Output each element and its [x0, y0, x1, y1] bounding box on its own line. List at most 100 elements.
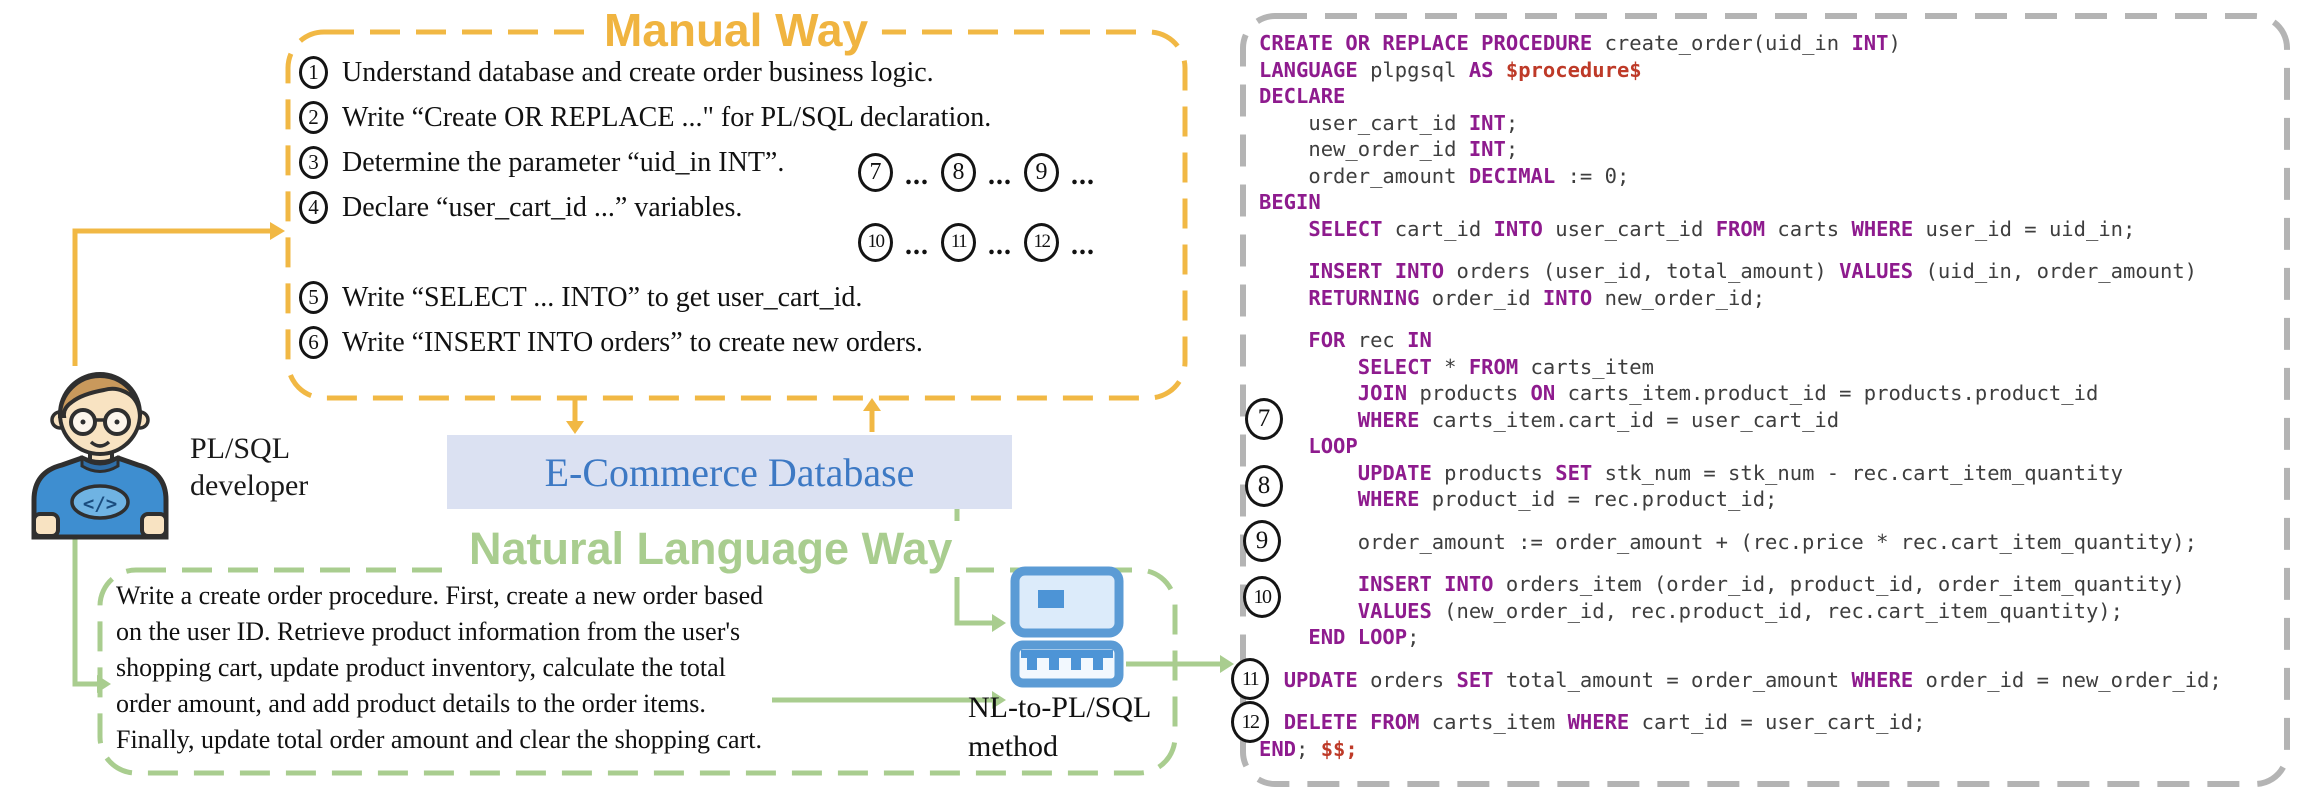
- ellipsis-dots: ...: [988, 160, 1012, 191]
- manual-way-box: [285, 29, 1188, 401]
- code-step-marker: 8: [1245, 465, 1283, 507]
- step-text: Declare “user_cart_id ...” variables.: [342, 191, 743, 223]
- manual-step: 5 Write “SELECT ... INTO” to get user_car…: [299, 275, 991, 320]
- ellipsis-dots: ...: [905, 230, 929, 261]
- natural-language-way-title: Natural Language Way: [455, 521, 967, 577]
- arrow-request-to-method-icon: [772, 691, 1006, 709]
- nl-request-line: order amount, and add product details to…: [116, 689, 706, 718]
- code-line: CREATE OR REPLACE PROCEDURE create_order…: [1259, 31, 1901, 55]
- code-panel-box: [1240, 13, 2290, 787]
- method-label: NL-to-PL/SQL method: [968, 688, 1151, 766]
- code-line: SELECT cart_id INTO user_cart_id FROM ca…: [1308, 216, 2136, 241]
- code-line: UPDATE products SET stk_num = stk_num - …: [1357, 460, 2123, 485]
- step-text: Write “INSERT INTO orders” to create new…: [342, 326, 923, 358]
- code-line: VALUES (new_order_id, rec.product_id, re…: [1357, 598, 2123, 623]
- ellipsis-dots: ...: [905, 160, 929, 191]
- step-number-circle: 8: [941, 152, 976, 192]
- nl-request-text: Write a create order procedure. First, c…: [116, 578, 836, 758]
- code-line: JOIN products ON carts_item.product_id =…: [1357, 381, 2099, 405]
- avatar-hand-right: [140, 512, 168, 538]
- manual-step: 1 Understand database and create order bu…: [299, 50, 991, 95]
- step-number-circle: 6: [299, 326, 328, 359]
- code-line: DELETE FROM carts_item WHERE cart_id = u…: [1283, 710, 1926, 734]
- code-blank-line: [1259, 242, 2222, 258]
- code-step-marker: 10: [1243, 576, 1281, 618]
- step-text: Understand database and create order bus…: [342, 56, 934, 88]
- code-line: BEGIN: [1259, 190, 1321, 214]
- method-screen-block: [1038, 590, 1064, 608]
- code-line: LOOP: [1308, 434, 1358, 458]
- code-line: user_cart_id INT;: [1259, 110, 1519, 135]
- ecommerce-database-label: E-Commerce Database: [544, 449, 915, 495]
- code-step-marker: 12: [1231, 701, 1269, 743]
- step-text: Write “SELECT ... INTO” to get user_cart…: [342, 281, 863, 313]
- manual-way-title: Manual Way: [589, 4, 883, 56]
- avatar-collar: [80, 455, 120, 473]
- code-blank-line: [1259, 693, 2222, 709]
- method-label-line1: NL-to-PL/SQL: [968, 691, 1152, 724]
- developer-label: PL/SQL developer: [190, 430, 308, 504]
- step-number-circle: 12: [1024, 222, 1059, 262]
- code-badge-text: </>: [83, 493, 117, 515]
- manual-steps: 1 Understand database and create order bu…: [299, 50, 991, 365]
- code-line: UPDATE orders SET total_amount = order_a…: [1283, 667, 2222, 692]
- code-blank-line: [1259, 311, 2222, 327]
- code-line: LANGUAGE plpgsql AS $procedure$: [1259, 57, 1642, 82]
- code-blank-line: [1259, 651, 2222, 667]
- code-line: DECLARE: [1259, 84, 1346, 108]
- step-number-circle: 1: [299, 56, 328, 89]
- code-panel: CREATE OR REPLACE PROCEDURE create_order…: [1231, 16, 2287, 784]
- arrow-developer-to-natural-icon: [72, 537, 111, 693]
- step-number-circle: 2: [299, 101, 328, 134]
- manual-step: 6 Write “INSERT INTO orders” to create ne…: [299, 320, 991, 365]
- method-label-line2: method: [968, 730, 1058, 763]
- nl-request-line: on the user ID. Retrieve product informa…: [116, 617, 741, 646]
- code-line: FOR rec IN: [1308, 328, 1432, 352]
- step-number-circle: 5: [299, 281, 328, 314]
- more-steps-row: 7...8...9...: [858, 152, 1095, 192]
- arrow-manual-to-database-icon: [566, 399, 584, 434]
- nl-request-line: shopping cart, update product inventory,…: [116, 653, 726, 682]
- arrow-developer-to-manual-icon: [72, 222, 285, 366]
- code-line: order_amount DECIMAL := 0;: [1259, 163, 1630, 188]
- code-badge: [70, 484, 130, 520]
- code-line: RETURNING order_id INTO new_order_id;: [1308, 285, 1766, 310]
- code-blank-line: [1259, 513, 2222, 529]
- developer-label-line2: developer: [190, 469, 309, 502]
- step-number-circle: 9: [1024, 152, 1059, 192]
- code-line: END LOOP;: [1308, 625, 1420, 649]
- method-screen: [1010, 566, 1124, 638]
- code-block: CREATE OR REPLACE PROCEDURE create_order…: [1259, 30, 2222, 762]
- nl-to-plsql-method-icon: [1010, 566, 1124, 688]
- ecommerce-database-box: E-Commerce Database: [447, 435, 1012, 509]
- code-line: new_order_id INT;: [1259, 137, 1519, 161]
- natural-language-way-box: [97, 567, 1178, 776]
- code-line: INSERT INTO orders_item (order_id, produ…: [1357, 572, 2185, 596]
- step-number-circle: 4: [299, 191, 328, 224]
- avatar-hair: [57, 374, 142, 418]
- manual-step: 4 Declare “user_cart_id ...” variables.: [299, 185, 991, 230]
- code-step-marker: 7: [1245, 398, 1283, 440]
- step-number-circle: 11: [941, 222, 976, 262]
- avatar-hand-left: [32, 512, 60, 538]
- arrow-method-to-code-icon: [1126, 655, 1234, 673]
- ellipsis-dots: ...: [1071, 160, 1095, 191]
- code-line: SELECT * FROM carts_item: [1357, 354, 1654, 379]
- nl-request-line: Write a create order procedure. First, c…: [116, 581, 764, 610]
- nl-request-line: Finally, update total order amount and c…: [116, 725, 762, 754]
- avatar-smile: [89, 440, 111, 448]
- step-number-circle: 3: [299, 146, 328, 179]
- code-line: END; $$;: [1259, 736, 1358, 761]
- more-steps: 7...8...9...10...11...12...: [858, 152, 1095, 262]
- code-line: WHERE carts_item.cart_id = user_cart_id: [1357, 407, 1840, 432]
- ellipsis-dots: ...: [988, 230, 1012, 261]
- code-step-marker: 9: [1243, 520, 1281, 562]
- ellipsis-dots: ...: [1071, 230, 1095, 261]
- code-blank-line: [1259, 555, 2222, 571]
- code-step-marker: 11: [1231, 658, 1269, 700]
- more-steps-row: 10...11...12...: [858, 222, 1095, 262]
